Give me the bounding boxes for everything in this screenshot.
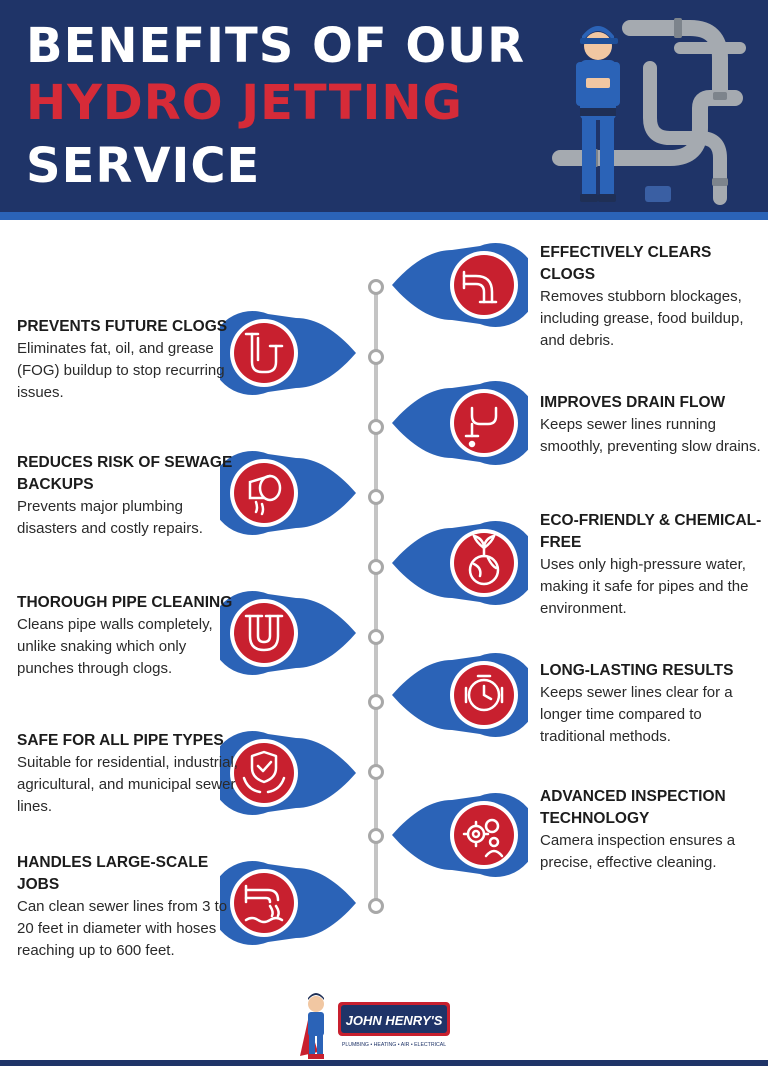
- feature-badge: [220, 588, 356, 678]
- feature-badge: [392, 518, 528, 608]
- feature-badge: [392, 650, 528, 740]
- pipe-elbow-icon: [462, 270, 498, 304]
- feature-title: THOROUGH PIPE CLEANING: [17, 594, 233, 611]
- feature-badge: [220, 448, 356, 538]
- feature-badge: [392, 790, 528, 880]
- feature-improves-drain-flow: IMPROVES DRAIN FLOW Keeps sewer lines ru…: [540, 392, 762, 458]
- timeline-line: [374, 286, 378, 906]
- feature-badge: [392, 378, 528, 468]
- feature-thorough-pipe-cleaning: THOROUGH PIPE CLEANING Cleans pipe walls…: [17, 592, 239, 680]
- feature-handles-large-scale-jobs: HANDLES LARGE-SCALE JOBS Can clean sewer…: [17, 852, 239, 962]
- feature-description: Uses only high-pressure water, making it…: [540, 556, 749, 617]
- timeline-dot: [368, 349, 384, 365]
- feature-title: EFFECTIVELY CLEARS CLOGS: [540, 244, 712, 283]
- timeline-dot: [368, 419, 384, 435]
- feature-title: PREVENTS FUTURE CLOGS: [17, 318, 228, 335]
- feature-description: Removes stubborn blockages, including gr…: [540, 288, 744, 349]
- feature-description: Eliminates fat, oil, and grease (FOG) bu…: [17, 340, 225, 401]
- feature-title: HANDLES LARGE-SCALE JOBS: [17, 854, 209, 893]
- timeline-dot: [368, 629, 384, 645]
- feature-badge: [220, 308, 356, 398]
- john-henrys-logo[interactable]: JOHN HENRY'S PLUMBING • HEATING • AIR • …: [298, 990, 454, 1062]
- feature-long-lasting-results: LONG-LASTING RESULTS Keeps sewer lines c…: [540, 660, 762, 748]
- feature-safe-for-all-pipe-types: SAFE FOR ALL PIPE TYPES Suitable for res…: [17, 730, 239, 818]
- drain-pipe-icon: [464, 406, 498, 448]
- feature-description: Keeps sewer lines clear for a longer tim…: [540, 684, 733, 745]
- feature-prevents-future-clogs: PREVENTS FUTURE CLOGS Eliminates fat, oi…: [17, 316, 239, 404]
- page-title-line-2: HYDRO JETTING: [26, 75, 463, 131]
- feature-description: Camera inspection ensures a precise, eff…: [540, 832, 736, 871]
- feature-effectively-clears-clogs: EFFECTIVELY CLEARS CLOGS Removes stubbor…: [540, 242, 762, 352]
- u-trap-icon: [244, 614, 284, 652]
- shield-hands-icon: [242, 750, 286, 794]
- feature-advanced-inspection-technology: ADVANCED INSPECTION TECHNOLOGY Camera in…: [540, 786, 762, 874]
- feature-badge: [220, 728, 356, 818]
- feature-description: Cleans pipe walls completely, unlike sna…: [17, 616, 213, 677]
- timeline-dot: [368, 764, 384, 780]
- feature-title: ADVANCED INSPECTION TECHNOLOGY: [540, 788, 726, 827]
- feature-reduces-risk-of-sewage-backups: REDUCES RISK OF SEWAGE BACKUPS Prevents …: [17, 452, 239, 540]
- timeline-dot: [368, 694, 384, 710]
- footer-stripe: [0, 1060, 768, 1066]
- feature-title: ECO-FRIENDLY & CHEMICAL-FREE: [540, 512, 762, 551]
- timeline-dot: [368, 489, 384, 505]
- feature-title: SAFE FOR ALL PIPE TYPES: [17, 732, 224, 749]
- logo-wordmark: JOHN HENRY'S: [346, 1013, 443, 1028]
- plumber-illustration: [552, 18, 746, 205]
- superhero-mascot-icon: [300, 993, 324, 1059]
- leaking-pipe-icon: [248, 474, 282, 516]
- header-stripe: [0, 212, 768, 220]
- clock-gauge-icon: [464, 674, 504, 712]
- page-title-line-1: BENEFITS OF OUR: [26, 18, 526, 74]
- timeline-dot: [368, 559, 384, 575]
- feature-title: REDUCES RISK OF SEWAGE BACKUPS: [17, 454, 233, 493]
- feature-badge: [220, 858, 356, 948]
- feature-eco-friendly-chemical-free: ECO-FRIENDLY & CHEMICAL-FREE Uses only h…: [540, 510, 762, 620]
- globe-leaf-icon: [468, 534, 500, 586]
- gears-person-icon: [462, 818, 504, 858]
- timeline-dot: [368, 898, 384, 914]
- outflow-pipe-icon: [244, 884, 284, 924]
- u-bend-pipe-icon: [244, 332, 284, 374]
- feature-description: Suitable for residential, industrial, ag…: [17, 754, 238, 815]
- feature-description: Can clean sewer lines from 3 to 20 feet …: [17, 898, 228, 959]
- feature-description: Prevents major plumbing disasters and co…: [17, 498, 203, 537]
- logo-tagline: PLUMBING • HEATING • AIR • ELECTRICAL: [342, 1042, 446, 1048]
- timeline-dot: [368, 828, 384, 844]
- timeline-dot: [368, 279, 384, 295]
- page-title-line-3: SERVICE: [26, 138, 261, 194]
- feature-description: Keeps sewer lines running smoothly, prev…: [540, 416, 761, 455]
- feature-title: IMPROVES DRAIN FLOW: [540, 394, 726, 411]
- feature-title: LONG-LASTING RESULTS: [540, 662, 734, 679]
- feature-badge: [392, 240, 528, 330]
